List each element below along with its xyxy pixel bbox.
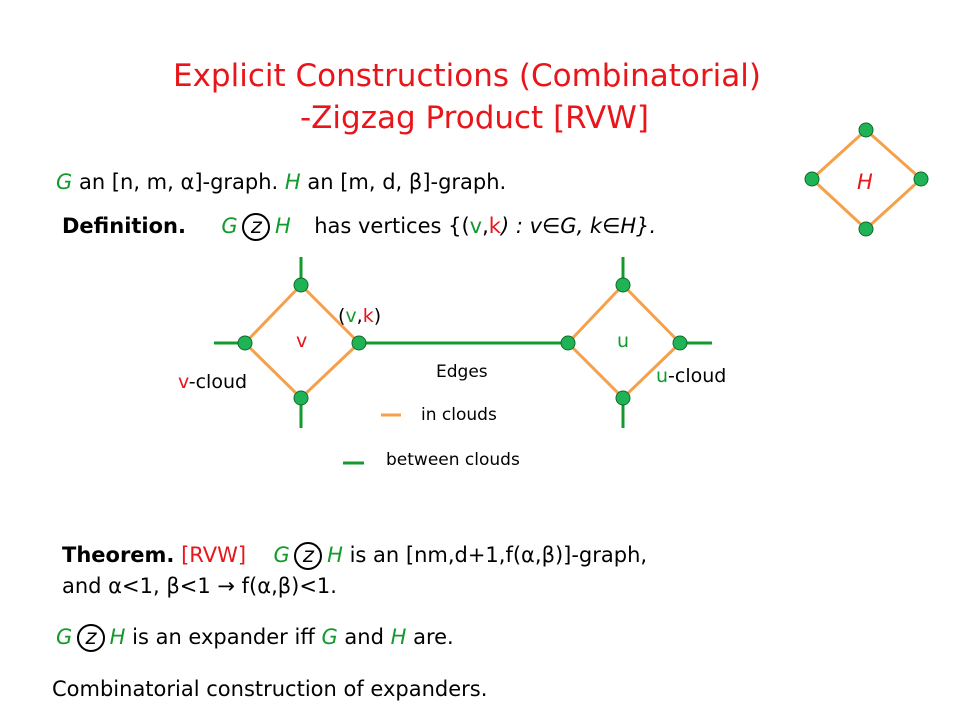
- legend-between-clouds: between clouds: [386, 450, 520, 470]
- title-line-2: -Zigzag Product [RVW]: [300, 100, 649, 136]
- cloud-node: [560, 335, 576, 351]
- definition-g: G: [221, 214, 238, 238]
- theorem-line-1: Theorem. [RVW] G z H is an [nm,d+1,f(α,β…: [62, 542, 647, 570]
- between-cloud-edges: [214, 257, 712, 428]
- zigzag-symbol-definition: z: [242, 213, 271, 241]
- graph-g-params: an [n, m, α]-graph.: [72, 170, 285, 194]
- u-cloud-text: -cloud: [668, 365, 727, 387]
- corner-edge: [864, 177, 923, 231]
- u-label: u: [617, 330, 630, 352]
- definition-text-a: has vertices {(: [314, 214, 470, 238]
- u-cloud-label: u-cloud: [656, 365, 726, 387]
- expander-g: G: [56, 625, 73, 649]
- definition-text-b: ) : v∈G, k∈H}.: [500, 214, 657, 238]
- vk-open: (: [338, 305, 346, 327]
- zigzag-symbol-expander: z: [76, 624, 105, 652]
- theorem-label: Theorem.: [62, 543, 175, 567]
- vk-v: v: [345, 305, 357, 327]
- cloud-edge: [299, 283, 361, 345]
- expander-and: and: [337, 625, 391, 649]
- vk-comma: ,: [356, 305, 363, 327]
- corner-edge: [810, 177, 868, 231]
- graphs-line: G an [n, m, α]-graph. H an [m, d, β]-gra…: [56, 170, 506, 194]
- v-cloud-text: -cloud: [188, 371, 248, 393]
- v-label: v: [296, 330, 308, 352]
- corner-node: [858, 221, 874, 237]
- cloud-edge: [299, 341, 361, 400]
- corner-node: [804, 171, 820, 187]
- expander-line: G z H is an expander iff G and H are.: [56, 624, 454, 652]
- cloud-node: [293, 390, 309, 406]
- footer-text: Combinatorial construction of expanders.: [52, 677, 488, 701]
- corner-node: [858, 122, 874, 138]
- vk-label: (v,k): [338, 305, 381, 327]
- theorem-text: is an [nm,d+1,f(α,β)]-graph,: [342, 543, 648, 567]
- corner-edge: [865, 128, 922, 181]
- corner-edge: [810, 128, 868, 181]
- cloud-edge: [621, 341, 682, 400]
- definition-label: Definition.: [62, 214, 186, 238]
- definition-line: Definition. G z H has vertices {(v,k) : …: [62, 213, 656, 241]
- theorem-h: H: [327, 543, 343, 567]
- vk-k: k: [362, 305, 374, 327]
- u-cloud-graph: [560, 277, 688, 406]
- cloud-node-vk: [351, 335, 367, 351]
- expander-text-b: are.: [406, 625, 454, 649]
- definition-v: v: [469, 214, 483, 238]
- v-cloud-label: v-cloud: [178, 371, 247, 393]
- expander-h2: H: [390, 625, 407, 649]
- corner-h-label: H: [857, 170, 873, 194]
- graph-g-symbol: G: [56, 170, 73, 194]
- theorem-citation: [RVW]: [181, 543, 247, 567]
- cloud-edge: [243, 341, 303, 400]
- graph-h-symbol: H: [284, 170, 301, 194]
- v-cloud-graph: [237, 277, 367, 406]
- cloud-edge: [566, 341, 625, 400]
- corner-node: [913, 171, 929, 187]
- cloud-node: [615, 390, 631, 406]
- expander-h: H: [109, 625, 126, 649]
- cloud-node: [293, 277, 309, 293]
- cloud-edge: [566, 283, 625, 345]
- legend-in-clouds: in clouds: [421, 405, 497, 425]
- graph-h-params: an [m, d, β]-graph.: [300, 170, 507, 194]
- zigzag-symbol-theorem: z: [294, 542, 323, 570]
- cloud-edge: [243, 283, 303, 345]
- corner-h-graph: [804, 122, 929, 237]
- theorem-g: G: [273, 543, 290, 567]
- definition-comma: ,: [482, 214, 489, 238]
- u-cloud-u: u: [656, 365, 669, 387]
- expander-g2: G: [321, 625, 338, 649]
- cloud-edge: [621, 283, 682, 345]
- vk-close: ): [373, 305, 382, 327]
- definition-h: H: [275, 214, 291, 238]
- expander-text-a: is an expander iff: [125, 625, 322, 649]
- cloud-node: [237, 335, 253, 351]
- cloud-node: [672, 335, 688, 351]
- title-line-1: Explicit Constructions (Combinatorial): [173, 58, 761, 94]
- cloud-node: [615, 277, 631, 293]
- v-cloud-v: v: [178, 371, 189, 393]
- definition-k: k: [488, 214, 501, 238]
- legend-title: Edges: [436, 362, 488, 382]
- theorem-line-2: and α<1, β<1 → f(α,β)<1.: [62, 574, 337, 598]
